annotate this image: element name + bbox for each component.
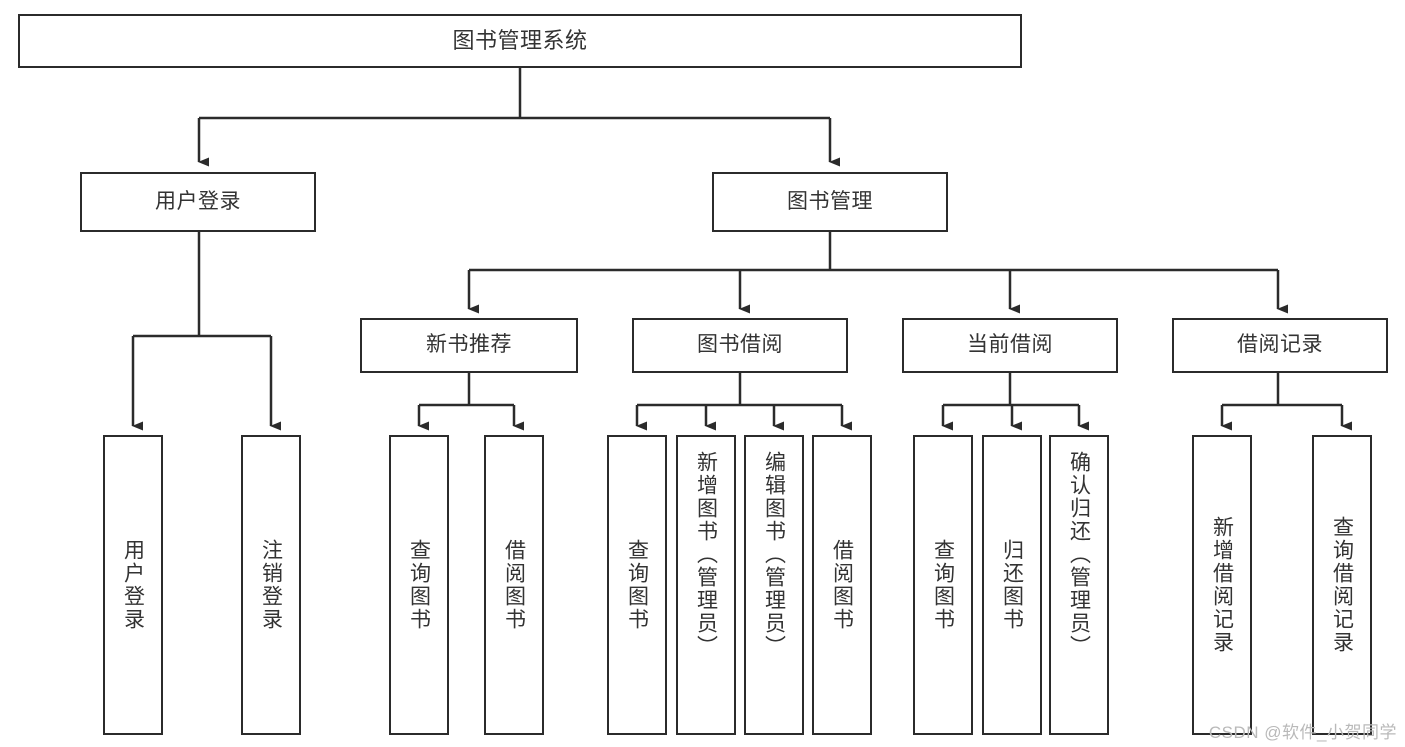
node-book-management[interactable]: 图书管理 (712, 172, 948, 232)
node-label: 图书借阅 (697, 333, 783, 357)
node-current-borrow[interactable]: 当前借阅 (902, 318, 1118, 373)
node-label: 用户登录 (121, 539, 145, 631)
leaf-current-borrow-return-book[interactable]: 归还图书 (982, 435, 1042, 735)
node-label: 当前借阅 (967, 333, 1053, 357)
leaf-borrow-record-add-record[interactable]: 新增借阅记录 (1192, 435, 1252, 735)
leaf-current-borrow-confirm-return-admin[interactable]: 确认归还（管理员） (1049, 435, 1109, 735)
node-label: 新增借阅记录 (1210, 516, 1234, 654)
leaf-book-borrow-query-book[interactable]: 查询图书 (607, 435, 667, 735)
node-label: 查询图书 (625, 539, 649, 631)
node-label: 归还图书 (1000, 539, 1024, 631)
leaf-user-login-login[interactable]: 用户登录 (103, 435, 163, 735)
node-label: 新书推荐 (426, 333, 512, 357)
node-new-book-recommend[interactable]: 新书推荐 (360, 318, 578, 373)
node-label: 查询借阅记录 (1330, 516, 1354, 654)
csdn-watermark: CSDN @软件_小贺同学 (1208, 723, 1397, 742)
node-label: 用户登录 (155, 189, 241, 213)
leaf-book-borrow-add-book-admin[interactable]: 新增图书（管理员） (676, 435, 736, 735)
leaf-current-borrow-query-book[interactable]: 查询图书 (913, 435, 973, 735)
leaf-borrow-record-query-record[interactable]: 查询借阅记录 (1312, 435, 1372, 735)
leaf-new-book-borrow-book[interactable]: 借阅图书 (484, 435, 544, 735)
node-label: 借阅图书 (502, 539, 526, 631)
node-user-login[interactable]: 用户登录 (80, 172, 316, 232)
leaf-book-borrow-borrow-book[interactable]: 借阅图书 (812, 435, 872, 735)
node-label: 确认归还（管理员） (1067, 451, 1091, 658)
node-label: 借阅记录 (1237, 333, 1323, 357)
leaf-book-borrow-edit-book-admin[interactable]: 编辑图书（管理员） (744, 435, 804, 735)
node-label: 借阅图书 (830, 539, 854, 631)
node-label: 新增图书（管理员） (694, 451, 718, 658)
leaf-user-login-logout[interactable]: 注销登录 (241, 435, 301, 735)
node-label: 查询图书 (407, 539, 431, 631)
node-label: 查询图书 (931, 539, 955, 631)
node-label: 图书管理系统 (452, 28, 588, 54)
node-book-borrow[interactable]: 图书借阅 (632, 318, 848, 373)
node-root-book-management-system[interactable]: 图书管理系统 (18, 14, 1022, 68)
node-label: 图书管理 (787, 189, 873, 213)
node-label: 编辑图书（管理员） (762, 451, 786, 658)
leaf-new-book-query-book[interactable]: 查询图书 (389, 435, 449, 735)
node-borrow-record[interactable]: 借阅记录 (1172, 318, 1388, 373)
node-label: 注销登录 (259, 539, 283, 631)
